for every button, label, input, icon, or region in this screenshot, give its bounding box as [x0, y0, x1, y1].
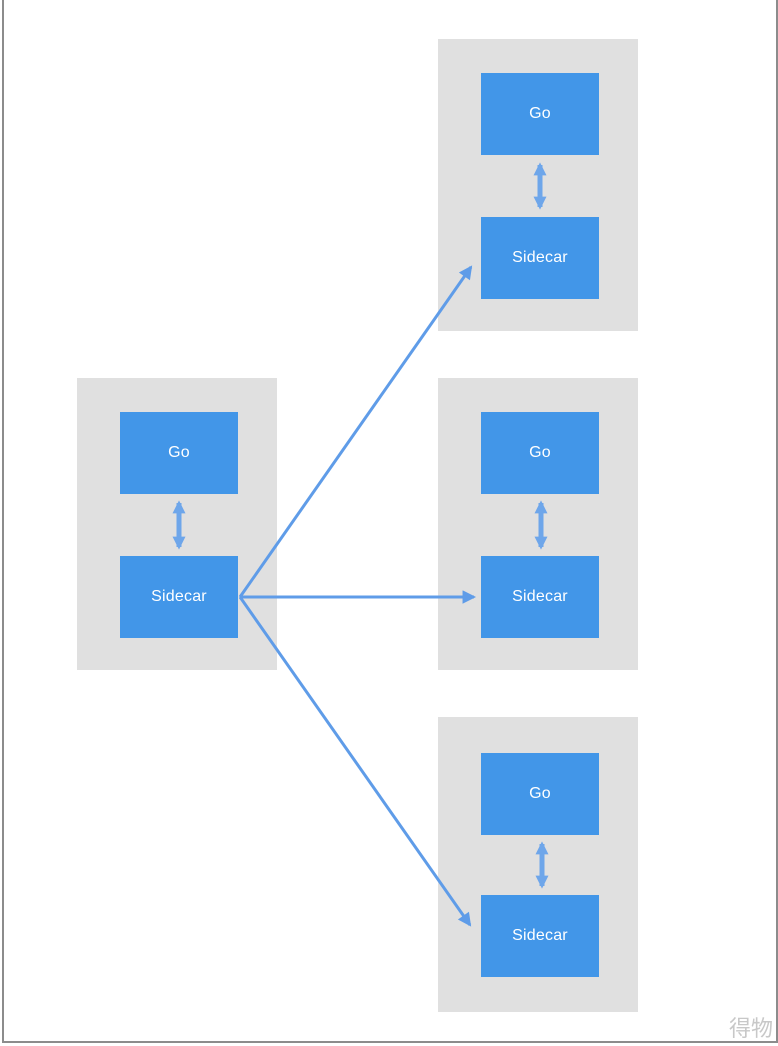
sidecar-box: Sidecar — [481, 895, 599, 977]
go-label: Go — [529, 105, 551, 122]
go-label: Go — [529, 444, 551, 461]
go-box: Go — [481, 412, 599, 494]
go-box: Go — [120, 412, 238, 494]
sidecar-label: Sidecar — [512, 588, 568, 605]
pod-right-middle: Go Sidecar — [438, 378, 638, 670]
sidecar-box: Sidecar — [120, 556, 238, 638]
sidecar-box: Sidecar — [481, 217, 599, 299]
go-label: Go — [168, 444, 190, 461]
sidecar-label: Sidecar — [512, 927, 568, 944]
pod-right-top: Go Sidecar — [438, 39, 638, 331]
go-box: Go — [481, 753, 599, 835]
go-label: Go — [529, 785, 551, 802]
go-box: Go — [481, 73, 599, 155]
watermark: 得物 — [728, 1016, 773, 1041]
sidecar-label: Sidecar — [512, 249, 568, 266]
sidecar-box: Sidecar — [481, 556, 599, 638]
pod-left: Go Sidecar — [77, 378, 277, 670]
pod-right-bottom: Go Sidecar — [438, 717, 638, 1012]
sidecar-label: Sidecar — [151, 588, 207, 605]
